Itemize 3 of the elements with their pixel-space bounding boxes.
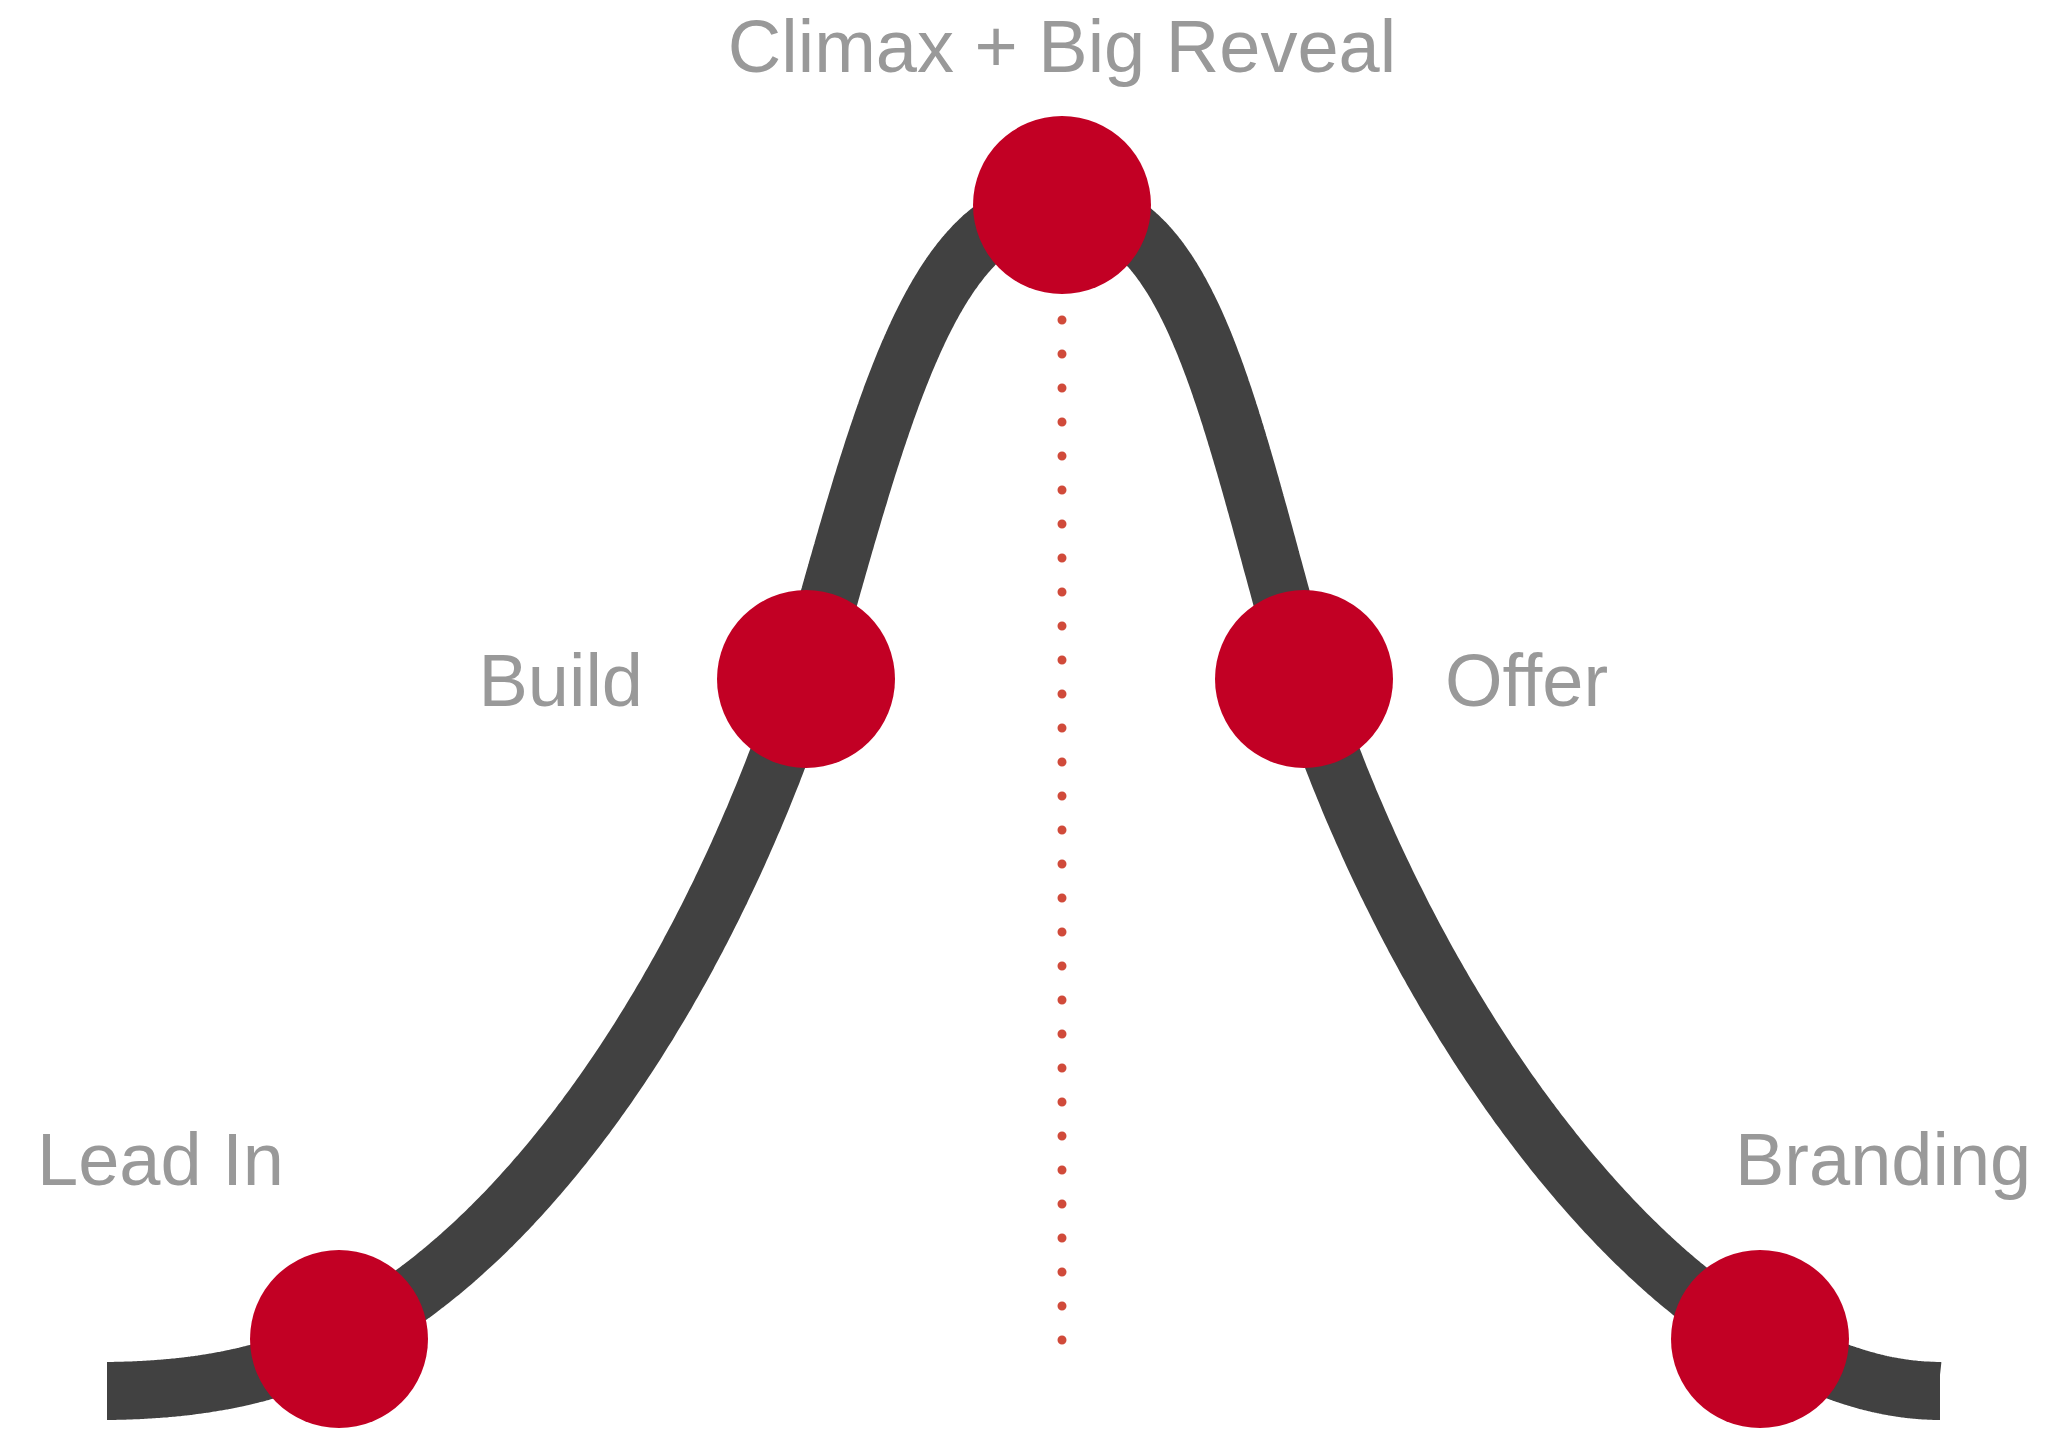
stage-label: Offer (1445, 644, 1609, 718)
stage-label: Lead In (37, 1123, 284, 1197)
stage-label: Build (478, 644, 643, 718)
